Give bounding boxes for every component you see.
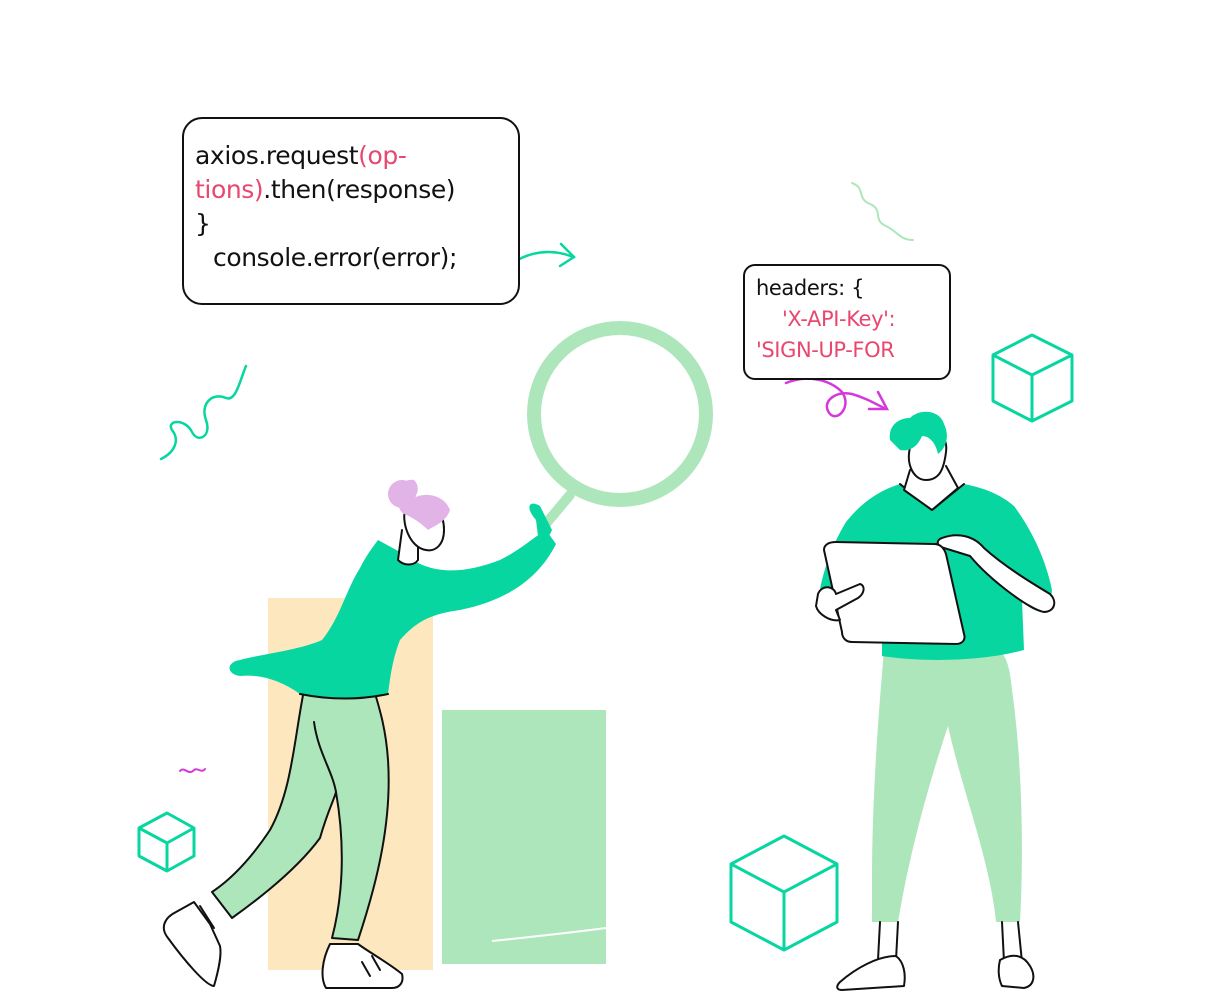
code-text: console.error(error); bbox=[213, 243, 458, 272]
code-snippet-headers: headers: { 'X-API-Key': 'SIGN-UP-FOR bbox=[743, 264, 951, 380]
code-line: } bbox=[195, 207, 508, 241]
code-text-highlight: (op- bbox=[358, 141, 407, 170]
green-block bbox=[442, 710, 606, 964]
code-line: axios.request(op- bbox=[195, 139, 508, 173]
code-text-highlight: 'X-API-Key': bbox=[782, 307, 896, 331]
woman-figure bbox=[162, 479, 556, 989]
code-line: 'SIGN-UP-FOR bbox=[756, 335, 943, 366]
code-text: .then(response) bbox=[263, 175, 456, 204]
code-text: headers: { bbox=[756, 276, 865, 300]
code-line: 'X-API-Key': bbox=[756, 304, 943, 335]
code-snippet-axios: axios.request(op-tions).then(response)}c… bbox=[182, 117, 520, 305]
code-text: axios.request bbox=[195, 141, 359, 170]
code-line: tions).then(response) bbox=[195, 173, 508, 207]
cube-icon bbox=[729, 834, 839, 952]
code-text-highlight: tions) bbox=[195, 175, 264, 204]
curved-arrow-icon bbox=[784, 377, 890, 418]
code-line: console.error(error); bbox=[195, 241, 508, 275]
cube-icon bbox=[991, 333, 1074, 423]
squiggle-icon bbox=[159, 364, 248, 461]
cube-icon bbox=[137, 811, 196, 873]
code-text-highlight: 'SIGN-UP-FOR bbox=[756, 338, 895, 362]
code-text: } bbox=[195, 209, 211, 238]
squiggle-icon bbox=[179, 768, 206, 773]
man-figure bbox=[815, 411, 1056, 991]
code-line: headers: { bbox=[756, 273, 943, 304]
squiggle-icon bbox=[851, 182, 914, 241]
magnifying-glass-icon bbox=[527, 321, 713, 531]
green-block-highlight bbox=[491, 927, 607, 942]
